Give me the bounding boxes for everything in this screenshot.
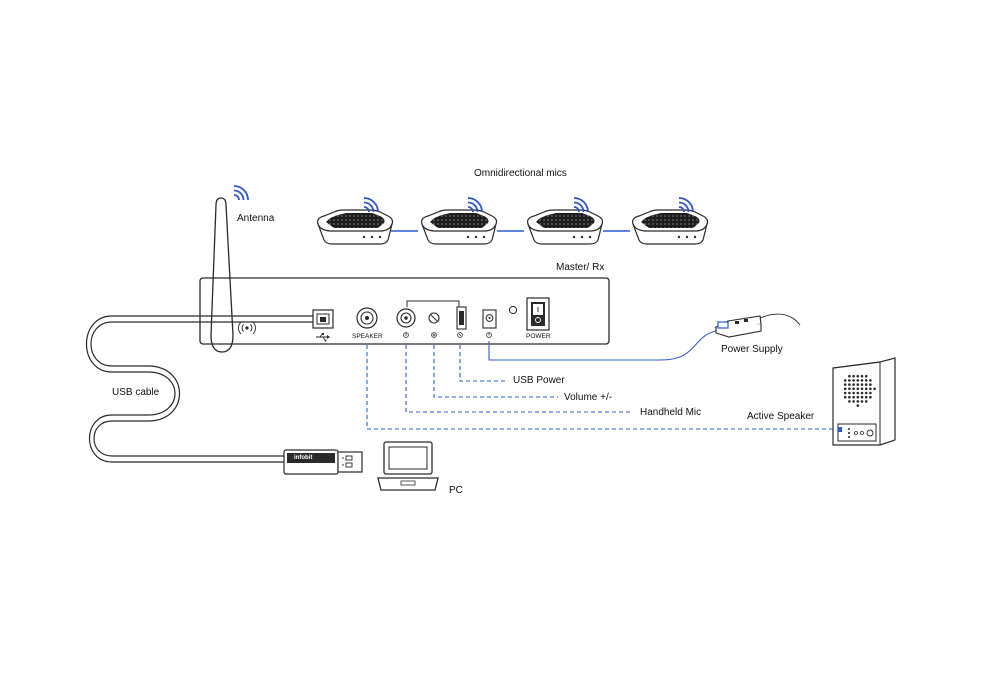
grille-dot (864, 395, 868, 399)
grille-dot (852, 387, 855, 391)
grille-dot (869, 395, 872, 399)
grille-dot (848, 400, 851, 403)
power-switch (526, 297, 550, 331)
speaker-port-label: SPEAKER (352, 333, 383, 340)
power-supply-adapter (714, 315, 762, 338)
grille-dot (843, 395, 847, 399)
grille-dot (856, 383, 860, 386)
grille-dot (860, 391, 864, 395)
port-icons (403, 332, 492, 338)
omni-mic-2 (421, 209, 498, 245)
usb-power-label: USB Power (513, 375, 565, 386)
grille-dot (864, 383, 868, 386)
grille-dot (852, 383, 855, 386)
grille-dot (860, 387, 864, 391)
antenna-label: Antenna (237, 213, 275, 224)
grille-dot (869, 383, 872, 386)
usb-symbol-icon (316, 333, 330, 342)
grille-dot (869, 387, 872, 391)
active-speaker-label: Active Speaker (747, 411, 815, 422)
grille-dot (869, 391, 872, 395)
usb-cable-label: USB cable (112, 387, 160, 398)
active-speaker (832, 357, 896, 446)
grille-dot (856, 391, 860, 395)
grille-dot (856, 400, 860, 403)
grille-dot (848, 395, 851, 399)
grille-dot (852, 400, 855, 403)
grille-dot (856, 404, 860, 407)
grille-dot (843, 391, 847, 395)
grille-dot (856, 374, 860, 378)
grille-dot (864, 387, 868, 391)
grille-dot (852, 391, 855, 395)
grille-dot (848, 391, 851, 395)
power-supply-label: Power Supply (721, 344, 783, 355)
antenna-signal-icon (233, 185, 249, 201)
grille-dot (856, 387, 860, 391)
front-panel-bracket (406, 300, 460, 307)
dc-power-jack (482, 309, 497, 329)
grille-dot (856, 395, 860, 399)
handheld-mic-label: Handheld Mic (640, 407, 702, 418)
grille-dot (843, 379, 847, 382)
power-switch-label: POWER (526, 333, 551, 340)
dashed-connections (366, 345, 838, 430)
status-led (508, 305, 518, 315)
antenna (210, 197, 234, 353)
usb-a-port (456, 306, 467, 330)
omni-mic-1 (317, 209, 394, 245)
speaker-grille (843, 374, 876, 407)
grille-dot (860, 374, 864, 378)
grille-dot (864, 374, 868, 378)
grille-dot (848, 387, 851, 391)
usb-b-port (312, 309, 334, 329)
grille-dot (869, 379, 872, 382)
grille-dot (856, 379, 860, 382)
master-rx-unit (199, 277, 610, 345)
grille-dot (848, 379, 851, 382)
grille-dot (843, 383, 847, 386)
grille-dot (864, 391, 868, 395)
grille-dot (848, 374, 851, 378)
laptop-icon (377, 441, 439, 491)
grille-dot (848, 383, 851, 386)
grille-dot (864, 379, 868, 382)
omni-mic-3 (527, 209, 604, 245)
grille-dot (873, 387, 876, 391)
grille-dot (852, 395, 855, 399)
usb-brand-label: infobit (294, 455, 313, 461)
master-rx-label: Master/ Rx (556, 262, 605, 273)
volume-label: Volume +/- (564, 392, 613, 403)
wireless-icon (238, 321, 256, 335)
grille-dot (852, 374, 855, 378)
grille-dot (864, 400, 868, 403)
grille-dot (860, 383, 864, 386)
volume-knob (428, 312, 440, 324)
grille-dot (852, 379, 855, 382)
pc-label: PC (449, 485, 463, 496)
omni-mic-4 (632, 209, 709, 245)
grille-dot (860, 400, 864, 403)
power-supply-cable (488, 313, 801, 361)
omni-mics-label: Omnidirectional mics (474, 168, 567, 179)
grille-dot (860, 395, 864, 399)
usb-connector (283, 449, 363, 475)
grille-dot (860, 379, 864, 382)
grille-dot (843, 387, 847, 391)
usb-cable (85, 315, 314, 463)
mic-input-jack (396, 308, 416, 328)
speaker-out-jack (356, 307, 378, 329)
